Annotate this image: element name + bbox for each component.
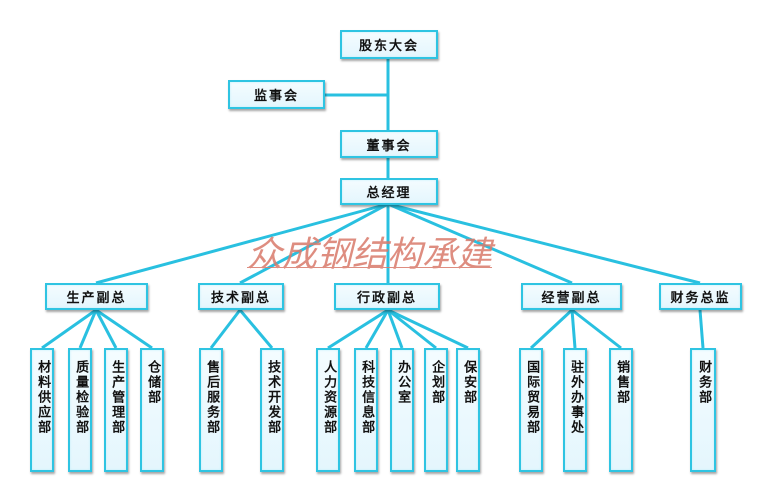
planning-label: 企划部 — [429, 360, 445, 405]
admin-vp-box: 行政副总 — [334, 283, 440, 310]
technical-vp-label: 技术副总 — [210, 291, 271, 306]
board-label: 董事会 — [366, 138, 412, 154]
board-of-directors-box: 董事会 — [340, 130, 438, 158]
security-dept: 保安部 — [456, 348, 480, 472]
finance-dept: 财务部 — [690, 348, 716, 472]
supervisory-board-label: 监事会 — [253, 89, 299, 104]
sales-dept: 销售部 — [609, 348, 633, 472]
shareholders-label: 股东大会 — [358, 39, 419, 54]
general-manager-box: 总经理 — [340, 178, 438, 205]
international-trade-dept: 国际贸易部 — [519, 348, 543, 472]
planning-dept: 企划部 — [424, 348, 448, 472]
after-sales-dept: 售后服务部 — [199, 348, 223, 472]
production-management-label: 生产管理部 — [109, 360, 125, 435]
security-label: 保安部 — [461, 360, 477, 405]
quality-inspection-dept: 质量检验部 — [68, 348, 92, 472]
operations-vp-box: 经营副总 — [521, 283, 622, 310]
sales-label: 销售部 — [614, 360, 630, 405]
finance-director-box: 财务总监 — [659, 283, 742, 310]
operations-vp-label: 经营副总 — [541, 291, 602, 306]
production-management-dept: 生产管理部 — [104, 348, 128, 472]
international-trade-label: 国际贸易部 — [524, 360, 540, 435]
warehouse-label: 仓储部 — [145, 360, 161, 405]
general-manager-label: 总经理 — [366, 186, 412, 201]
finance-director-label: 财务总监 — [670, 291, 731, 306]
warehouse-dept: 仓储部 — [140, 348, 164, 472]
shareholders-meeting-box: 股东大会 — [340, 30, 438, 59]
quality-inspection-label: 质量检验部 — [73, 360, 89, 435]
finance-dept-label: 财务部 — [696, 360, 712, 405]
after-sales-label: 售后服务部 — [204, 360, 220, 435]
supervisory-board-box: 监事会 — [228, 80, 325, 109]
tech-development-dept: 技术开发部 — [260, 348, 284, 472]
production-vp-box: 生产副总 — [45, 283, 148, 310]
watermark-text: 众成钢结构承建 — [247, 235, 493, 275]
technical-vp-box: 技术副总 — [198, 283, 284, 310]
office-dept: 办公室 — [390, 348, 414, 472]
human-resources-dept: 人力资源部 — [316, 348, 340, 472]
tech-info-dept: 科技信息部 — [354, 348, 378, 472]
liaison-office-label: 驻外办事处 — [568, 360, 584, 435]
tech-info-label: 科技信息部 — [359, 360, 375, 435]
materials-supply-label: 材料供应部 — [35, 360, 51, 435]
office-label: 办公室 — [395, 360, 411, 405]
tech-development-label: 技术开发部 — [265, 360, 281, 435]
liaison-office-dept: 驻外办事处 — [563, 348, 587, 472]
admin-vp-label: 行政副总 — [356, 291, 417, 306]
materials-supply-dept: 材料供应部 — [30, 348, 54, 472]
production-vp-label: 生产副总 — [66, 291, 127, 306]
human-resources-label: 人力资源部 — [321, 360, 337, 435]
